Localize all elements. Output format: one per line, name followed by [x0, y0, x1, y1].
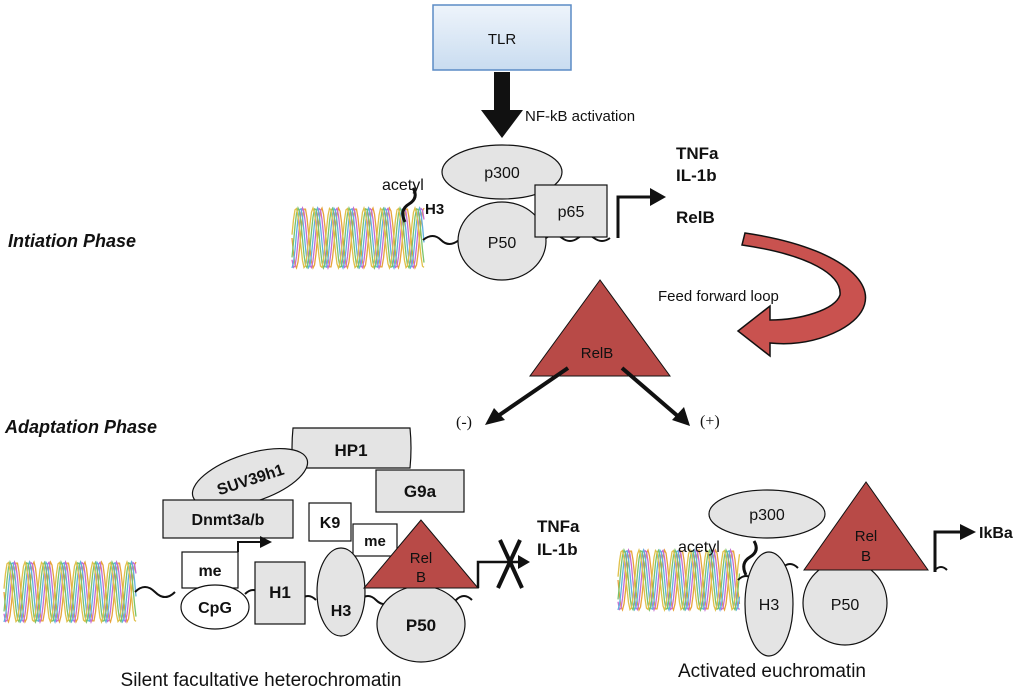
- svg-text:Dnmt3a/b: Dnmt3a/b: [192, 512, 265, 529]
- svg-text:H3: H3: [331, 603, 352, 620]
- svg-text:G9a: G9a: [404, 482, 437, 501]
- helix-strand: [3, 559, 137, 625]
- helix-strand: [3, 559, 137, 625]
- svg-text:p300: p300: [484, 165, 520, 182]
- helix-strand: [291, 205, 425, 271]
- svg-text:K9: K9: [320, 515, 341, 532]
- relb-top-label: RelB: [676, 208, 715, 227]
- activation-label: NF-kB activation: [525, 108, 635, 125]
- svg-text:p300: p300: [749, 507, 785, 524]
- helix-strand: [291, 206, 425, 270]
- block-x: [496, 539, 524, 589]
- svg-text:B: B: [416, 569, 426, 586]
- il1b-top: IL-1b: [676, 166, 717, 185]
- svg-text:P50: P50: [406, 616, 436, 635]
- svg-text:P50: P50: [488, 235, 517, 252]
- adaptation-phase-label: Adaptation Phase: [4, 417, 157, 437]
- hp1: HP1: [291, 427, 412, 469]
- acetyl-label-top: acetyl: [382, 177, 424, 194]
- tlr-label: TLR: [488, 31, 517, 48]
- h1: H1: [254, 561, 306, 625]
- transcription-arrow-top: [616, 195, 650, 238]
- dna-helix-left: [3, 559, 137, 625]
- initiation-phase-label: Intiation Phase: [8, 231, 136, 251]
- relb-triangle-right: Rel B: [803, 481, 929, 571]
- transcription-arrow-right: [933, 530, 962, 572]
- acetyl-tail-top: [401, 187, 417, 223]
- relb-triangle-center: RelB: [529, 279, 671, 377]
- me-box: me: [181, 551, 239, 589]
- activation-arrow: [481, 72, 523, 138]
- svg-text:HP1: HP1: [334, 441, 367, 460]
- h3-label-top: H3: [425, 201, 444, 218]
- svg-text:H3: H3: [759, 597, 780, 614]
- helix-strand: [3, 560, 137, 624]
- relb-triangle-silent: Rel B: [362, 519, 480, 589]
- il1b-silent: IL-1b: [537, 540, 578, 559]
- p300-top: p300: [441, 144, 563, 200]
- helix-strand: [617, 547, 741, 613]
- tnfa-top: TNFa: [676, 144, 719, 163]
- active-caption: Activated euchromatin: [678, 661, 866, 682]
- silent-caption: Silent facultative heterochromatin: [121, 670, 402, 691]
- helix-strand: [291, 205, 425, 271]
- svg-text:B: B: [861, 548, 871, 565]
- svg-text:Rel: Rel: [410, 550, 433, 567]
- h3-silent: H3: [316, 547, 366, 637]
- feed-forward-label: Feed forward loop: [658, 288, 779, 305]
- k9-box: K9: [308, 502, 352, 542]
- tlr-box: TLR: [432, 4, 572, 71]
- dnmt3ab: Dnmt3a/b: [162, 499, 294, 539]
- p50-top: P50: [457, 201, 547, 281]
- ikba-label: IkBa: [979, 525, 1013, 542]
- helix-strand: [291, 205, 425, 271]
- acetyl-label-right: acetyl: [678, 539, 720, 556]
- blocked-transcription-arrow: [476, 560, 520, 588]
- plus-label: (+): [700, 413, 720, 430]
- cpg: CpG: [180, 584, 250, 630]
- dna-helix-top: [291, 205, 425, 271]
- acetyl-tail-right: [742, 540, 758, 576]
- svg-text:H1: H1: [269, 583, 291, 602]
- g9a: G9a: [375, 469, 465, 513]
- arrow-minus: [493, 366, 570, 420]
- svg-text:CpG: CpG: [198, 600, 232, 617]
- h3-right: H3: [744, 551, 794, 657]
- dna-helix-right: [617, 547, 741, 613]
- p50-silent: P50: [376, 585, 466, 663]
- arrow-plus: [620, 366, 682, 420]
- tnfa-silent: TNFa: [537, 517, 580, 536]
- svg-text:me: me: [364, 533, 386, 550]
- svg-text:Rel: Rel: [855, 528, 878, 545]
- svg-text:me: me: [198, 563, 221, 580]
- svg-text:P50: P50: [831, 597, 860, 614]
- p65-top: p65: [534, 184, 608, 238]
- helix-strand: [3, 559, 137, 625]
- methylation-arrow: [237, 541, 262, 552]
- minus-label: (-): [456, 414, 472, 431]
- p50-right: P50: [802, 560, 888, 646]
- svg-text:RelB: RelB: [581, 345, 614, 362]
- helix-strand: [617, 547, 741, 613]
- feed-forward-arrow: [736, 232, 867, 358]
- svg-text:p65: p65: [558, 204, 585, 221]
- p300-right: p300: [708, 489, 826, 539]
- helix-strand: [617, 547, 741, 613]
- me-k9-box: me: [352, 523, 398, 557]
